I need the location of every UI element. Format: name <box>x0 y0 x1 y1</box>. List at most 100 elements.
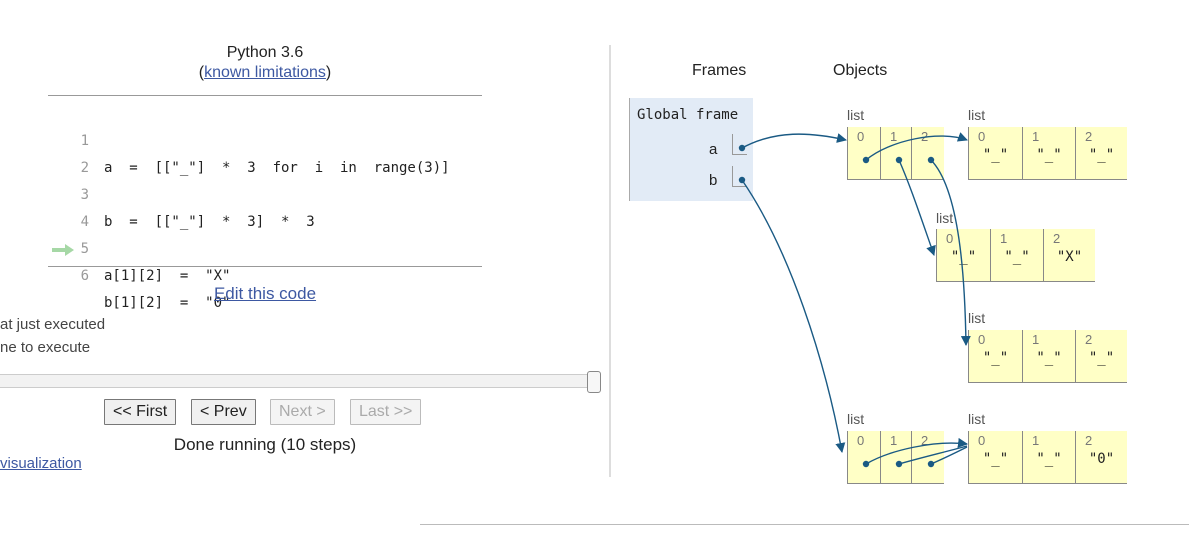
list-index: 0 <box>978 433 986 448</box>
frames-header: Frames <box>692 62 747 79</box>
list-value: "_" <box>982 350 1009 366</box>
list-value: "0" <box>1088 451 1115 467</box>
run-status: Done running (10 steps) <box>173 435 357 454</box>
code-line-3: 3 b = [["_"] * 3] * 3 <box>48 155 315 230</box>
bottom-rule <box>420 524 1189 525</box>
code-text: a[1][2] = "X" <box>104 268 231 284</box>
list-cell: 2 "_" <box>1075 330 1127 382</box>
edit-code-link[interactable]: Edit this code <box>213 284 317 303</box>
code-listing: 1 a = [["_"] * 3 for i in range(3)] 2 3 … <box>48 95 482 311</box>
list-cell: 1"_" <box>1022 431 1075 483</box>
list-index: 2 <box>1085 332 1093 347</box>
list-value: "_" <box>1036 451 1062 467</box>
list-cell: 0 <box>847 431 880 483</box>
list-cell: 2 <box>911 127 944 179</box>
edit-code-link-wrap: Edit this code <box>0 284 530 304</box>
step-slider-track[interactable] <box>0 374 596 388</box>
list-b-outer: 0 1 2 <box>847 431 944 484</box>
list-label: list <box>847 411 865 427</box>
list-index: 2 <box>921 433 929 448</box>
list-a1: 0 "_" 1 "_" 2 "X" <box>936 229 1095 282</box>
list-a0: 0 "_" 1 "_" 2 "_" <box>968 127 1127 180</box>
last-button: Last >> <box>350 399 422 425</box>
list-index: 1 <box>890 129 898 144</box>
list-value: "_" <box>1088 350 1115 366</box>
list-index: 2 <box>1085 433 1093 448</box>
line-number: 3 <box>80 187 89 203</box>
list-cell: 2"0" <box>1075 431 1127 483</box>
list-cell: 0 <box>847 127 880 179</box>
language-title: Python 3.6 <box>226 44 304 61</box>
list-value: "_" <box>1088 147 1115 163</box>
list-index: 0 <box>978 129 986 144</box>
pointer-b <box>741 179 846 453</box>
list-index: 0 <box>857 129 865 144</box>
list-index: 2 <box>921 129 929 144</box>
list-cell: 1"_" <box>1022 330 1075 382</box>
list-index: 2 <box>1053 231 1061 246</box>
list-index: 1 <box>890 433 898 448</box>
panel-divider[interactable] <box>609 45 611 477</box>
list-value: "_" <box>1004 249 1030 265</box>
global-frame-title: Global frame <box>637 107 739 123</box>
code-text: a = [["_"] * 3 for i in range(3)] <box>104 160 450 176</box>
objects-header: Objects <box>833 62 888 79</box>
line-number: 6 <box>80 268 89 284</box>
list-value: "_" <box>1036 147 1062 163</box>
list-cell: 0 "_" <box>968 330 1022 382</box>
list-a-outer: 0 1 2 <box>847 127 944 180</box>
code-text: b[1][2] = "0" <box>104 295 231 311</box>
list-cell: 0 "_" <box>968 127 1022 179</box>
list-index: 1 <box>1032 129 1040 144</box>
list-label: list <box>968 107 986 123</box>
list-label: list <box>968 310 986 326</box>
list-cell: 0 "_" <box>968 431 1022 483</box>
code-line-4: 4 <box>48 182 89 230</box>
code-line-5: 5 a[1][2] = "X" <box>48 209 231 284</box>
code-line-6: 6 b[1][2] = "0" <box>48 236 231 311</box>
list-cell: 1 "_" <box>990 229 1043 281</box>
current-line-arrow-icon <box>52 243 74 261</box>
paren-close: ) <box>325 64 332 81</box>
visualization-link[interactable]: visualization <box>0 455 82 472</box>
known-limitations-link[interactable]: known limitations <box>204 64 326 81</box>
step-slider-handle[interactable] <box>587 371 601 393</box>
pointer-a <box>741 133 847 149</box>
var-name-a: a <box>709 141 718 158</box>
list-value: "_" <box>1036 350 1062 366</box>
code-text: b = [["_"] * 3] * 3 <box>104 214 315 230</box>
var-b-pointer-cell <box>732 166 747 187</box>
list-cell: 1 "_" <box>1022 127 1075 179</box>
prev-button[interactable]: < Prev <box>191 399 256 425</box>
visualization-link-wrap: visualization <box>0 455 82 472</box>
var-name-b: b <box>709 172 718 189</box>
legend-next-to-execute: ne to execute <box>0 339 91 356</box>
list-a2: 0 "_" 1"_" 2 "_" <box>968 330 1127 383</box>
next-button: Next > <box>270 399 335 425</box>
list-cell: 2 "X" <box>1043 229 1095 281</box>
list-index: 0 <box>946 231 954 246</box>
list-cell: 1 <box>880 431 911 483</box>
list-cell: 2 "_" <box>1075 127 1127 179</box>
list-index: 2 <box>1085 129 1093 144</box>
limitations-line: (known limitations) <box>0 64 530 82</box>
list-value: "X" <box>1056 249 1083 265</box>
list-value: "_" <box>982 451 1009 467</box>
list-value: "_" <box>950 249 977 265</box>
list-label: list <box>936 210 954 226</box>
line-number: 2 <box>80 160 89 176</box>
list-b-shared: 0"_" 1"_" 2"0" <box>968 431 1127 484</box>
list-value: "_" <box>982 147 1009 163</box>
legend-just-executed: at just executed <box>0 316 106 333</box>
code-line-1: 1 a = [["_"] * 3 for i in range(3)] <box>48 101 450 176</box>
list-index: 0 <box>978 332 986 347</box>
list-label: list <box>847 107 865 123</box>
list-cell: 0 "_" <box>936 229 990 281</box>
list-index: 1 <box>1000 231 1008 246</box>
list-index: 0 <box>857 433 865 448</box>
var-a-pointer-cell <box>732 134 747 155</box>
list-label: list <box>968 411 986 427</box>
list-cell: 1 <box>880 127 911 179</box>
first-button[interactable]: << First <box>104 399 177 425</box>
line-number: 4 <box>80 214 89 230</box>
